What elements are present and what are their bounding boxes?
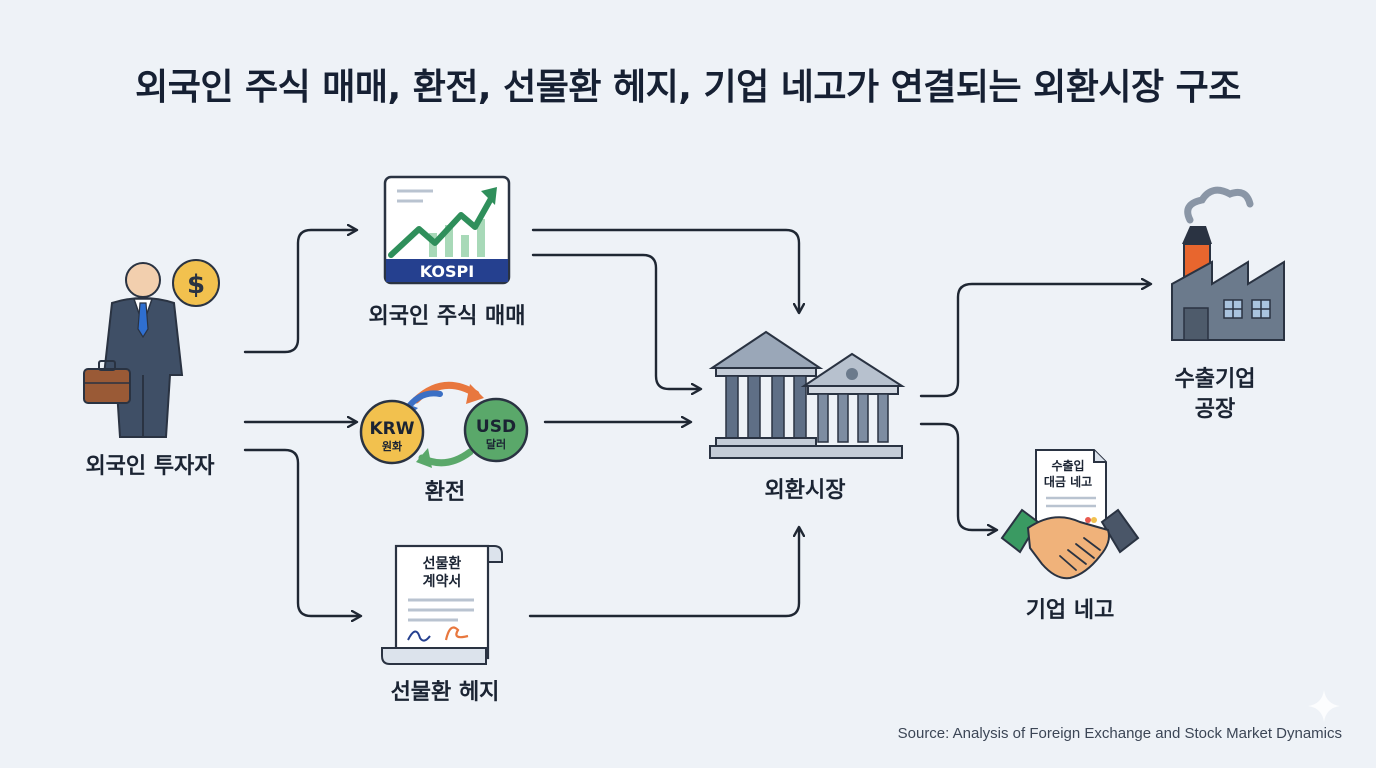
invoice-title-line1: 수출입 [1051, 458, 1084, 473]
label-stock-trade: 외국인 주식 매매 [368, 304, 526, 329]
arrow-stock-to-market-top [531, 228, 799, 312]
arrow-stock-to-market-left [531, 253, 700, 389]
krw-name: 원화 [382, 439, 402, 453]
label-exchange: 환전 [424, 480, 466, 505]
investor-icon: $ [83, 259, 220, 438]
exporter-factory-icon [1171, 186, 1285, 341]
kospi-chart-icon: KOSPI [383, 175, 511, 285]
nego-handshake-icon: 수출입 대금 네고 [1000, 449, 1140, 580]
label-exporter: 수출기업 공장 [1140, 365, 1290, 425]
label-forward-hedge: 선물환 헤지 [390, 680, 500, 705]
fx-market-bank-icon [708, 330, 906, 459]
invoice-title-line2: 대금 네고 [1044, 474, 1092, 489]
label-nego: 기업 네고 [1025, 598, 1115, 623]
contract-title-line1: 선물환 [423, 555, 462, 572]
label-investor: 외국인 투자자 [85, 454, 215, 479]
arrow-investor-to-stock [243, 230, 356, 354]
page-title: 외국인 주식 매매, 환전, 선물환 헤지, 기업 네고가 연결되는 외환시장 … [135, 67, 1241, 108]
kospi-label: KOSPI [420, 262, 474, 281]
forward-contract-icon: 선물환 계약서 [381, 544, 503, 665]
label-exporter-line1: 수출기업 [1174, 367, 1256, 392]
arrow-investor-to-hedge [243, 448, 360, 616]
arrow-market-to-exporter [919, 284, 1150, 398]
label-exporter-line2: 공장 [1194, 397, 1236, 422]
dollar-sign: $ [187, 270, 205, 300]
arrow-market-to-nego [919, 422, 996, 530]
currency-exchange-icon: KRW 원화 USD 달러 [359, 381, 529, 468]
usd-name: 달러 [486, 437, 506, 451]
arrow-hedge-to-market [528, 528, 799, 618]
sparkle-icon [1308, 690, 1340, 722]
usd-code: USD [476, 417, 516, 437]
source-citation: Source: Analysis of Foreign Exchange and… [897, 725, 1342, 742]
label-fx-market: 외환시장 [764, 478, 846, 503]
krw-code: KRW [369, 419, 414, 439]
contract-title-line2: 계약서 [423, 573, 462, 590]
